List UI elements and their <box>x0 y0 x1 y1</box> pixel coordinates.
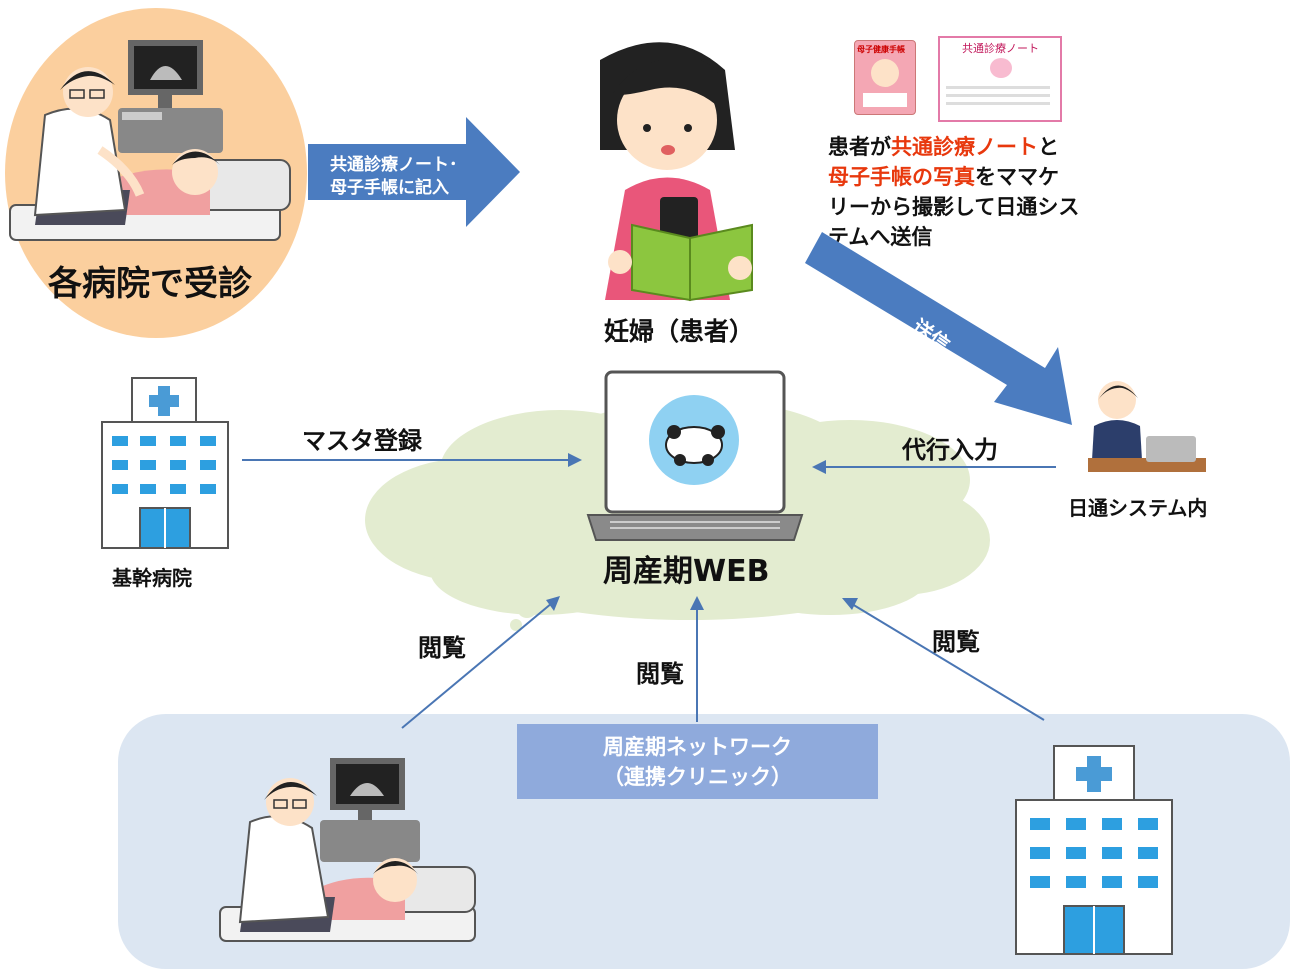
record-arrow-line1: 共通診療ノート･ <box>330 155 458 175</box>
view-center-label: 閲覧 <box>636 660 684 688</box>
description-line3: リーから撮影して日通シス <box>828 195 1080 219</box>
mch-handbook-title: 母子健康手帳 <box>857 45 905 54</box>
pregnant-woman-illustration <box>600 42 753 302</box>
operator-illustration <box>1088 381 1206 472</box>
description-p1: 患者が <box>828 135 891 159</box>
web-label: 周産期WEB <box>603 554 770 589</box>
network-label-box: 周産期ネットワーク （連携クリニック） <box>517 724 878 799</box>
view-left-label: 閲覧 <box>418 634 466 662</box>
core-hospital-building <box>101 377 229 549</box>
description-line4: テムへ送信 <box>828 225 933 249</box>
record-arrow-line2: 母子手帳に記入 <box>330 178 449 198</box>
clinic-building <box>1015 745 1173 955</box>
description-text: 患者が共通診療ノートと 母子手帳の写真をママケ リーから撮影して日通シス テムへ… <box>828 132 1098 252</box>
nittsu-label: 日通システム内 <box>1068 496 1208 520</box>
patient-label: 妊婦（患者） <box>604 317 755 346</box>
master-arrow-label: マスタ登録 <box>302 427 422 455</box>
description-line2: 母子手帳の写真をママケ <box>828 162 1098 192</box>
hospital-visit-label: 各病院で受診 <box>48 264 252 304</box>
ultrasound-exam-illustration <box>9 40 291 241</box>
description-highlight-photos: 母子手帳の写真 <box>828 165 975 189</box>
network-label-line1: 周産期ネットワーク <box>603 735 792 759</box>
network-label-line2: （連携クリニック） <box>603 765 792 789</box>
proxy-arrow-label: 代行入力 <box>902 436 998 464</box>
description-highlight-common-note: 共通診療ノート <box>891 135 1038 159</box>
description-p2: と <box>1038 135 1059 159</box>
core-hospital-label: 基幹病院 <box>112 566 192 590</box>
view-right-label: 閲覧 <box>932 628 980 656</box>
description-p3: をママケ <box>975 165 1059 189</box>
record-arrow <box>308 117 520 227</box>
mch-handbook-icon: 母子健康手帳 <box>854 40 916 115</box>
common-note-title: 共通診療ノート <box>962 42 1039 55</box>
laptop-icon <box>586 370 804 541</box>
clinic-ultrasound-illustration <box>219 758 476 942</box>
description-line1: 患者が共通診療ノートと <box>828 132 1098 162</box>
common-note-icon: 共通診療ノート <box>938 36 1062 122</box>
